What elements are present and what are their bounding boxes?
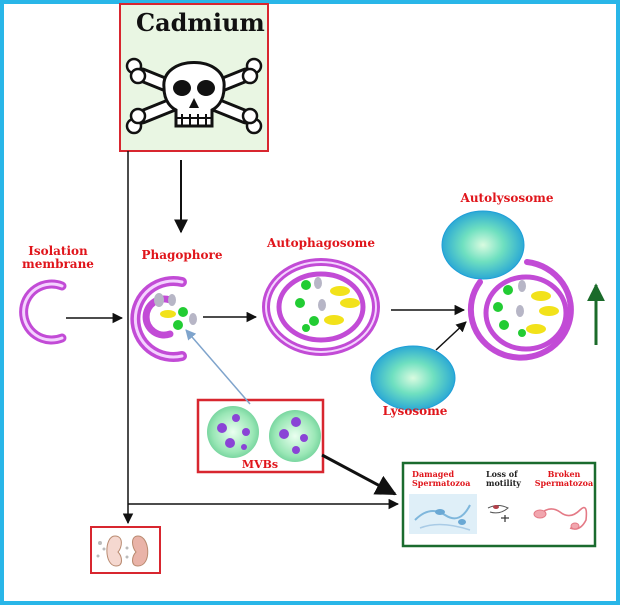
loss-of-motility-label: Loss of motility: [486, 470, 526, 488]
isolation-membrane-label-line2: membrane: [22, 257, 94, 271]
motility-label-line1: Loss of: [486, 469, 518, 479]
broken-spermatozoa-image: [533, 506, 588, 530]
page-title: Cadmium: [136, 8, 265, 37]
autophagosome-shape: [262, 258, 380, 356]
autophagosome-label: Autophagosome: [267, 236, 375, 250]
arrow-mvbs-to-effects: [321, 453, 397, 496]
phagophore-shape: [130, 276, 197, 362]
arrow-lysosome-to-autolysosome: [435, 321, 467, 351]
arrow-mvbs-to-phagophore: [185, 329, 251, 405]
broken-label-line2: Spermatozoa: [534, 478, 594, 488]
isolation-membrane-shape: [19, 279, 67, 345]
organ-icon: [96, 535, 149, 567]
autolysosome-shape: [441, 210, 574, 361]
broken-spermatozoa-label: Broken Spermatozoa: [534, 470, 594, 488]
lysosome-shape: [370, 345, 456, 411]
mvbs-label: MVBs: [241, 458, 279, 471]
damaged-spermatozoa-image: [409, 494, 477, 534]
damaged-spermatozoa-label: Damaged Spermatozoa: [412, 470, 476, 488]
phagophore-label: Phagophore: [141, 248, 223, 262]
organ-box: [90, 526, 161, 574]
damaged-label-line2: Spermatozoa: [412, 478, 471, 488]
mvb-right: [269, 410, 321, 462]
loss-of-motility-image: [487, 505, 509, 522]
damaged-label-line1: Damaged: [412, 469, 455, 479]
skull-crossbones-icon: [125, 57, 263, 135]
isolation-membrane-label: Isolation membrane: [20, 245, 96, 271]
motility-label-line2: motility: [486, 478, 521, 488]
lysosome-label: Lysosome: [382, 404, 448, 418]
mvb-left: [207, 406, 259, 458]
autolysosome-label: Autolysosome: [460, 191, 554, 205]
isolation-membrane-label-line1: Isolation: [28, 244, 88, 258]
broken-label-line1: Broken: [547, 469, 581, 479]
